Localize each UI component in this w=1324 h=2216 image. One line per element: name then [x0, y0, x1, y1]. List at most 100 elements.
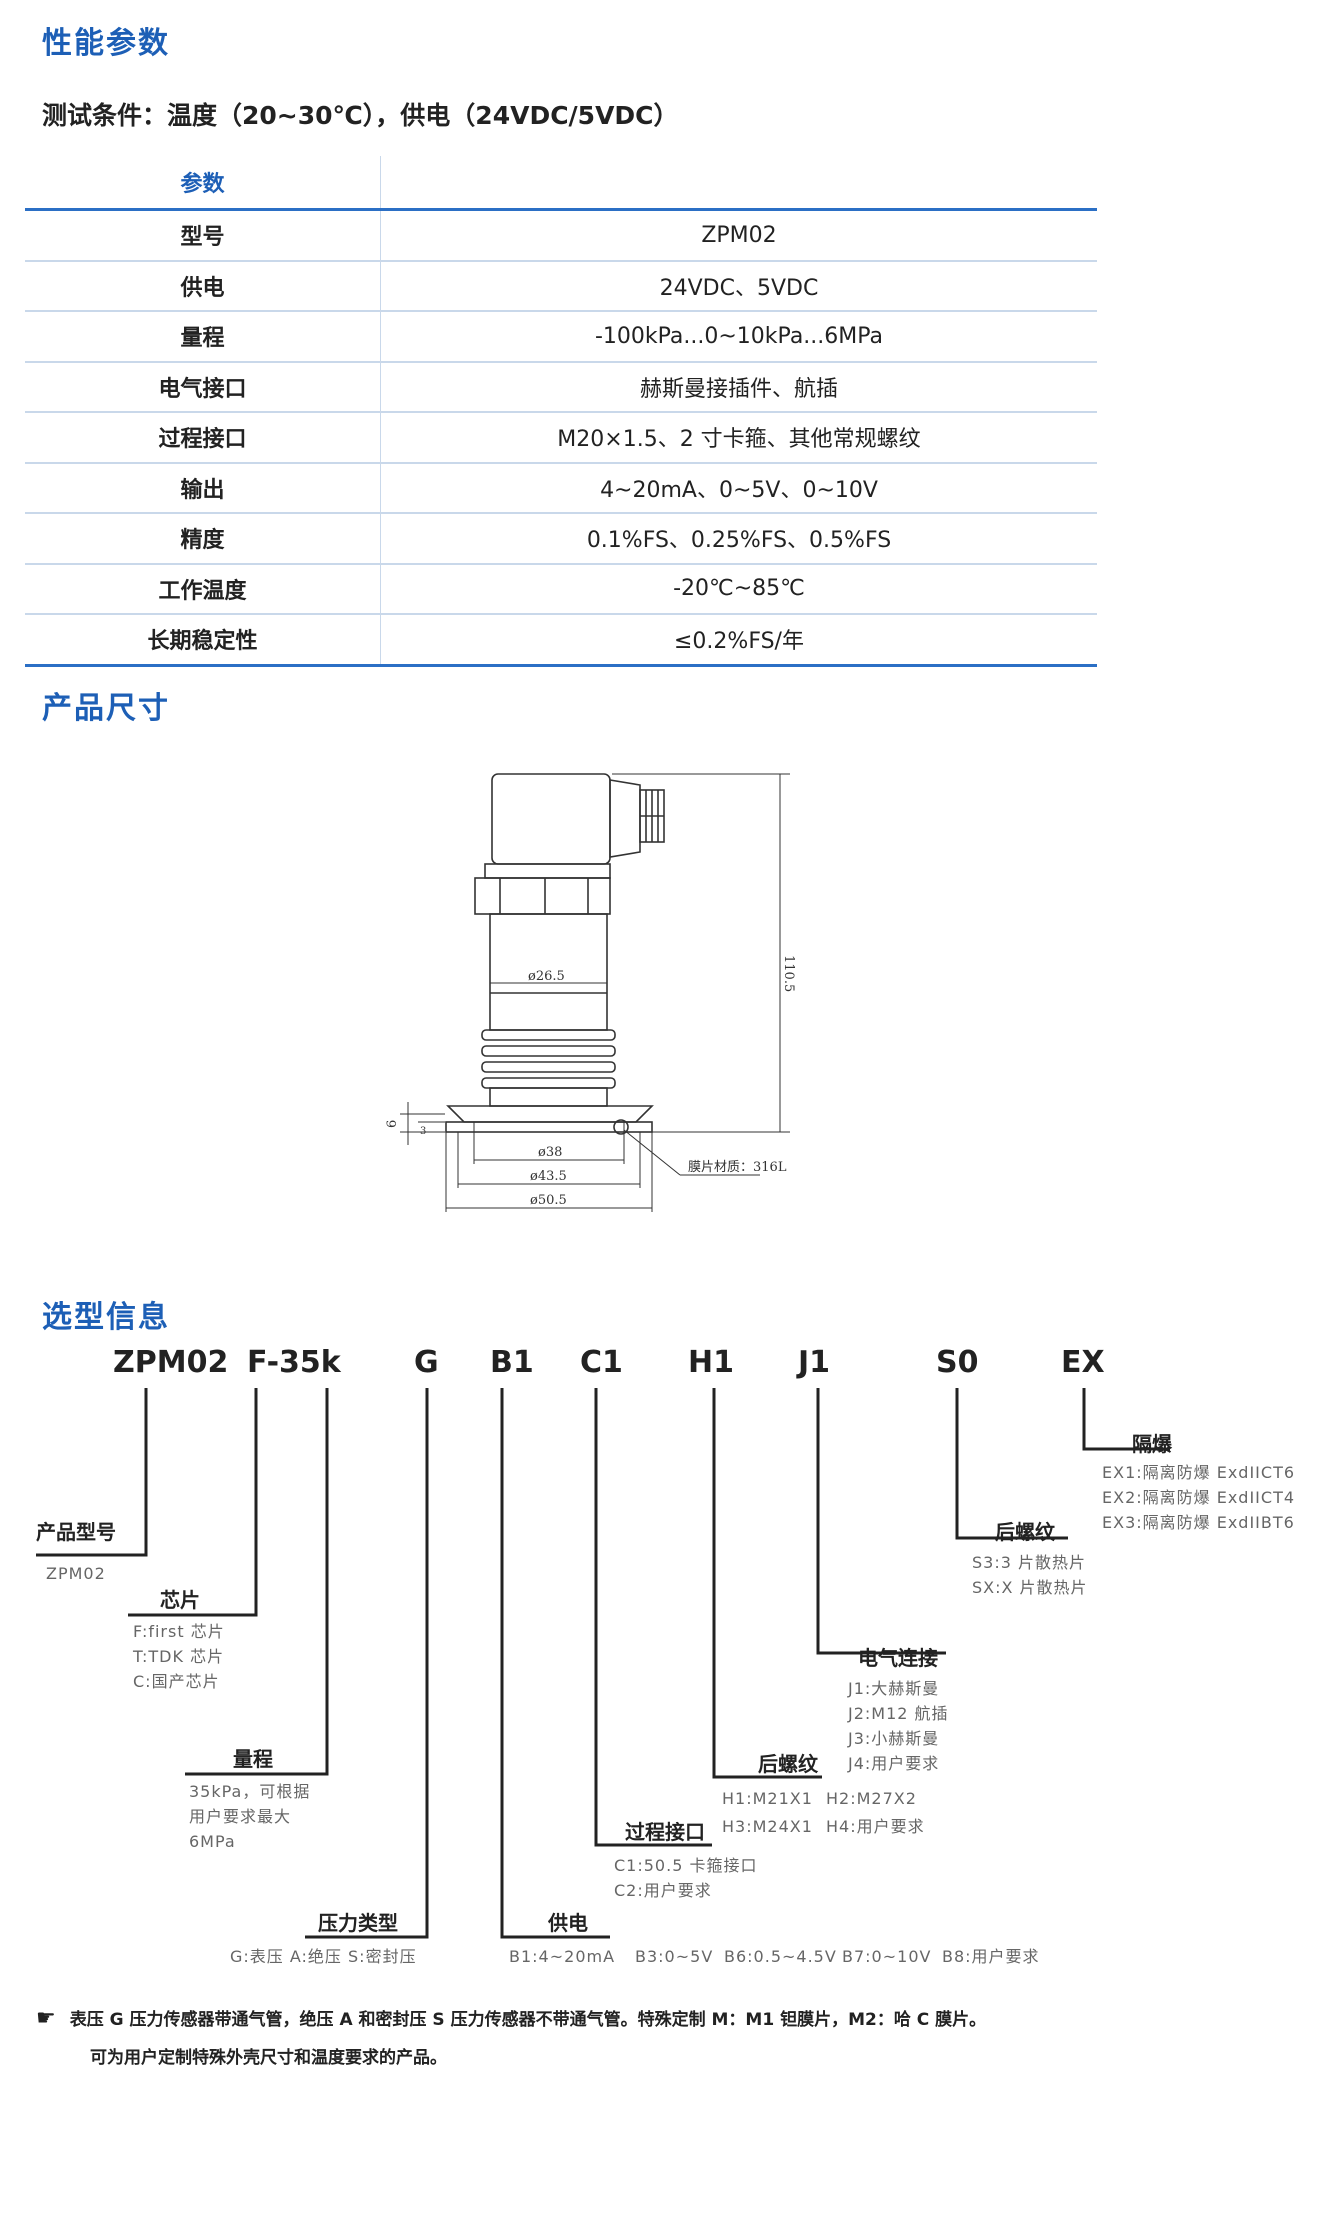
- dia-50-label: ø50.5: [530, 1193, 567, 1208]
- code-part-chip-range: F-35k: [247, 1345, 341, 1380]
- code-part-model: ZPM02: [113, 1345, 229, 1380]
- table-row: 供电 24VDC、5VDC: [25, 260, 1097, 312]
- table-row: 电气接口 赫斯曼接插件、航插: [25, 361, 1097, 413]
- code-part-electrical: J1: [798, 1345, 831, 1380]
- section-title-performance: 性能参数: [42, 26, 170, 61]
- group-title-range: 量程: [233, 1747, 273, 1771]
- option-item: EX2:隔离防爆 ExdIICT4: [1102, 1488, 1296, 1507]
- note-line-1: ☛ 表压 G 压力传感器带通气管，绝压 A 和密封压 S 压力传感器不带通气管。特…: [36, 2005, 986, 2031]
- code-leader-lines: [36, 1388, 1170, 1939]
- small-thickness-label: 3: [420, 1126, 426, 1137]
- option-item: J4:用户要求: [848, 1754, 940, 1773]
- option-item: C1:50.5 卡箍接口: [614, 1856, 758, 1875]
- spec-key: 量程: [25, 311, 381, 363]
- flange-thickness-label: 6: [385, 1120, 400, 1128]
- option-item: 6MPa: [189, 1832, 236, 1851]
- seal-ring: [613, 1119, 629, 1135]
- group-title-thread: 后螺纹: [758, 1752, 818, 1776]
- connector-housing: [491, 773, 611, 865]
- code-part-supply: B1: [490, 1345, 534, 1380]
- body-dia-label: ø26.5: [528, 969, 565, 984]
- option-item: 35kPa，可根据: [189, 1782, 311, 1801]
- group-options-pressure: G:表压 A:绝压 S:密封压: [230, 1944, 417, 1969]
- option-item: J1:大赫斯曼: [848, 1679, 940, 1698]
- group-title-electrical: 电气连接: [858, 1646, 938, 1670]
- option-item: S3:3 片散热片: [972, 1553, 1086, 1572]
- test-condition: 测试条件：温度（20~30℃），供电（24VDC/5VDC）: [42, 101, 679, 130]
- spec-key: 长期稳定性: [25, 614, 381, 667]
- spec-header-label: 参数: [25, 156, 381, 211]
- spec-key: 精度: [25, 513, 381, 565]
- option-item: J3:小赫斯曼: [848, 1729, 940, 1748]
- group-title-rear: 后螺纹: [995, 1520, 1055, 1544]
- spec-value: ≤0.2%FS/年: [380, 614, 1097, 667]
- spec-value: 4~20mA、0~5V、0~10V: [380, 462, 1097, 514]
- spec-key: 工作温度: [25, 563, 381, 615]
- spec-value: 赫斯曼接插件、航插: [380, 361, 1097, 413]
- code-part-explosion: EX: [1061, 1345, 1105, 1380]
- code-part-pressure: G: [414, 1345, 439, 1380]
- section-title-selection: 选型信息: [42, 1300, 170, 1335]
- table-row: 精度 0.1%FS、0.25%FS、0.5%FS: [25, 513, 1097, 565]
- table-row: 过程接口 M20×1.5、2 寸卡箍、其他常规螺纹: [25, 412, 1097, 464]
- spec-value: ZPM02: [380, 209, 1097, 262]
- spec-value: -100kPa...0~10kPa...6MPa: [380, 311, 1097, 363]
- dia-43-label: ø43.5: [530, 1169, 567, 1184]
- note-line-2: 可为用户定制特殊外壳尺寸和温度要求的产品。: [90, 2048, 447, 2068]
- group-options-explosion: EX1:隔离防爆 ExdIICT6 EX2:隔离防爆 ExdIICT4 EX3:…: [1102, 1460, 1295, 1535]
- leader-range: [185, 1388, 329, 1776]
- group-options-process: C1:50.5 卡箍接口 C2:用户要求: [614, 1853, 757, 1903]
- pointing-hand-icon: ☛: [36, 2006, 56, 2031]
- table-row: 长期稳定性 ≤0.2%FS/年: [25, 614, 1097, 667]
- group-options-chip: F:first 芯片 T:TDK 芯片 C:国产芯片: [133, 1619, 225, 1694]
- leader-chip: [128, 1388, 258, 1617]
- leader-thread: [712, 1388, 822, 1779]
- option-item: B6:0.5~4.5V: [724, 1947, 837, 1966]
- section-title-dimensions: 产品尺寸: [42, 691, 170, 726]
- leader-explosion: [1082, 1388, 1170, 1451]
- group-title-explosion: 隔爆: [1132, 1432, 1172, 1456]
- table-row: 型号 ZPM02: [25, 209, 1097, 262]
- option-item: SX:X 片散热片: [972, 1578, 1088, 1597]
- cooling-fin: [481, 1061, 616, 1073]
- option-item: B1:4~20mA: [509, 1947, 616, 1966]
- group-title-model: 产品型号: [36, 1520, 116, 1544]
- option-item: EX1:隔离防爆 ExdIICT6: [1102, 1463, 1296, 1482]
- flange: [445, 1121, 653, 1133]
- spec-value: M20×1.5、2 寸卡箍、其他常规螺纹: [380, 412, 1097, 464]
- leader-process: [594, 1388, 712, 1847]
- option-item: J2:M12 航插: [848, 1704, 949, 1723]
- cooling-fin: [481, 1029, 616, 1041]
- option-item: B3:0~5V: [635, 1947, 714, 1966]
- spec-key: 供电: [25, 260, 381, 312]
- cooling-fin: [481, 1045, 616, 1057]
- table-row: 量程 -100kPa...0~10kPa...6MPa: [25, 311, 1097, 363]
- spec-value: 24VDC、5VDC: [380, 260, 1097, 312]
- option-item: H3:M24X1: [722, 1817, 813, 1836]
- spec-key: 型号: [25, 209, 381, 262]
- spec-table-header: 参数: [25, 156, 1097, 211]
- group-options-range: 35kPa，可根据 用户要求最大 6MPa: [189, 1779, 310, 1854]
- leader-rear: [955, 1388, 1068, 1540]
- table-row: 工作温度 -20℃~85℃: [25, 563, 1097, 615]
- code-part-rear: S0: [936, 1345, 979, 1380]
- cooling-fin: [481, 1077, 616, 1089]
- dimension-drawing: 110.5 ø26.5 6 3 ø38 ø43.5 ø50.5 膜片材质：316…: [385, 773, 796, 1212]
- group-options-rear: S3:3 片散热片 SX:X 片散热片: [972, 1550, 1088, 1600]
- membrane-material-label: 膜片材质：316L: [688, 1160, 787, 1175]
- leader-electrical: [816, 1388, 946, 1655]
- spec-value: 0.1%FS、0.25%FS、0.5%FS: [380, 513, 1097, 565]
- spec-key: 过程接口: [25, 412, 381, 464]
- leader-supply: [500, 1388, 610, 1939]
- code-part-process: C1: [580, 1345, 623, 1380]
- group-title-supply: 供电: [548, 1911, 588, 1935]
- hex-nut: [474, 877, 611, 915]
- note-text-1: 表压 G 压力传感器带通气管，绝压 A 和密封压 S 压力传感器不带通气管。特殊…: [69, 2010, 987, 2030]
- option-item: H2:M27X2: [826, 1789, 917, 1808]
- option-item: B8:用户要求: [942, 1947, 1040, 1966]
- leader-pressure: [305, 1388, 429, 1939]
- table-row: 输出 4~20mA、0~5V、0~10V: [25, 462, 1097, 514]
- code-part-thread: H1: [688, 1345, 734, 1380]
